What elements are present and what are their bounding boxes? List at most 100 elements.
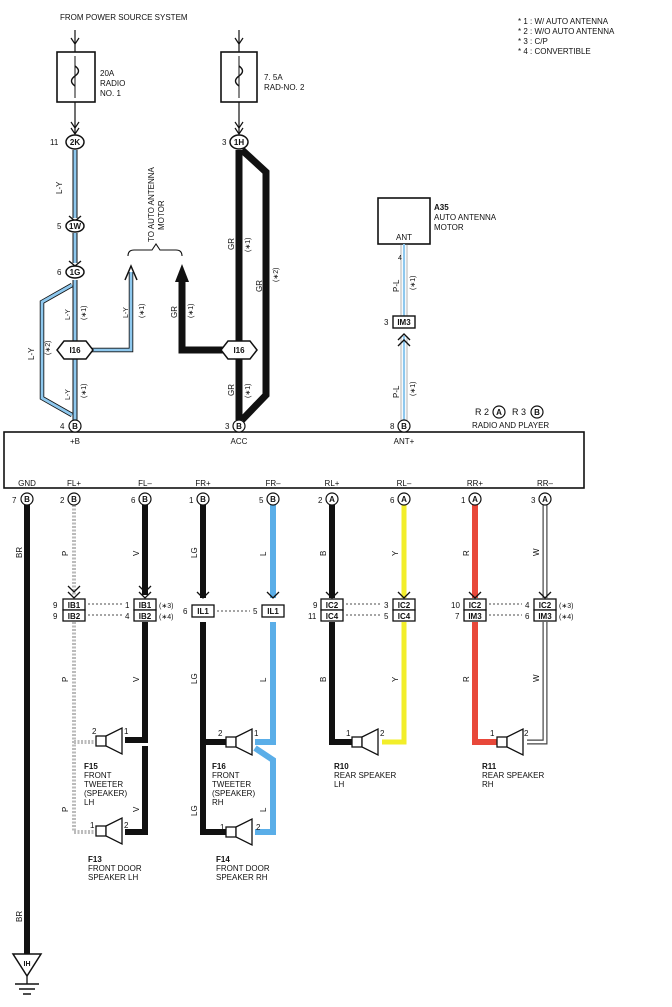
pin-1-fr-plus: 1	[189, 496, 194, 505]
radio-id-r2: R 2	[475, 407, 489, 417]
radio-bottom-pins: 7 B 2 B 6 B 1 B 5 B 2 A 6 A 1 A 3 A	[12, 492, 552, 506]
pin-5-fr-minus: 5	[259, 496, 264, 505]
radio-and-player: R 2 A R 3 B RADIO AND PLAYER B 4 +B B 3 …	[3, 405, 585, 489]
term-rl-minus: RL–	[397, 479, 412, 488]
f14-pin-2: 2	[256, 823, 261, 832]
pin-3-radio: 3	[225, 422, 230, 431]
label-v-3: V	[132, 806, 141, 812]
mark-s1-h: (∗1)	[410, 382, 417, 396]
radio-name: RADIO AND PLAYER	[472, 421, 549, 430]
pin-9-ib1: 9	[53, 601, 58, 610]
term-fr-minus: FR–	[265, 479, 281, 488]
pin-7-gnd: 7	[12, 496, 17, 505]
a35-name-2: MOTOR	[434, 223, 464, 232]
label-p-2: P	[61, 677, 70, 682]
mark-s1-e: (∗1)	[188, 304, 195, 318]
a35-terminal: ANT	[396, 233, 412, 242]
pin-6-1g: 6	[57, 268, 62, 277]
conn-ib1-b: IB1	[139, 601, 152, 610]
wire-label-gr-3: GR	[170, 306, 179, 318]
pin-3-im3: 3	[384, 318, 389, 327]
speaker-f15: 2 1 F15 FRONT TWEETER (SPEAKER) LH	[84, 726, 129, 807]
auto-antenna-motor-a35: ANT A35 AUTO ANTENNA MOTOR	[377, 197, 497, 245]
mark-s3-a: (∗3)	[159, 603, 173, 610]
speaker-r10: 1 2 R10 REAR SPEAKER LH	[334, 727, 396, 789]
mark-s1-f: (∗1)	[245, 384, 252, 398]
f16-line-4: RH	[212, 798, 224, 807]
conn-ib1-a: IB1	[68, 601, 81, 610]
wire-fr-minus	[253, 505, 276, 835]
r10-id: R10	[334, 762, 349, 771]
f15-line-4: LH	[84, 798, 94, 807]
wire-label-ly-5: L-Y	[65, 389, 72, 400]
wire-ant-plus	[400, 244, 408, 420]
r10-line-2: LH	[334, 780, 344, 789]
f14-pin-1: 1	[220, 823, 225, 832]
speaker-f16: 2 1 F16 FRONT TWEETER (SPEAKER) RH	[212, 727, 259, 807]
mark-s2-a: (∗2)	[45, 341, 52, 355]
pin-6-rl-minus: 6	[390, 496, 395, 505]
conn-ic2-c: IC2	[469, 601, 482, 610]
f13-line-1: FRONT DOOR	[88, 864, 142, 873]
mark-s1-d: (∗1)	[245, 238, 252, 252]
fuse-rad2-rating: 7. 5A	[264, 73, 283, 82]
term-acc: ACC	[231, 437, 248, 446]
pin-a-rr-plus: A	[472, 495, 478, 504]
conn-ic2-a: IC2	[326, 601, 339, 610]
i16-left-label: I16	[69, 346, 81, 355]
wire-label-ly-1: L-Y	[55, 181, 64, 194]
label-b-2: B	[319, 677, 328, 682]
f13-id: F13	[88, 855, 102, 864]
f16-line-1: FRONT	[212, 771, 240, 780]
antenna-motor-branch: TO AUTO ANTENNA MOTOR	[124, 167, 189, 282]
pin-b-fr-minus: B	[270, 495, 276, 504]
wire-fl-minus	[125, 505, 148, 835]
connector-1w-label: 1W	[69, 222, 81, 231]
mark-s2-b: (∗2)	[273, 268, 280, 282]
r10-pin-1: 1	[346, 729, 351, 738]
note-3: * 3 : C/P	[518, 37, 548, 46]
term-ant-plus: ANT+	[394, 437, 415, 446]
radio-r3-conn: B	[534, 408, 540, 417]
wire-fr-plus	[200, 505, 226, 835]
conn-ic2-b: IC2	[398, 601, 411, 610]
conn-ib2-a: IB2	[68, 612, 81, 621]
conn-ib2-b: IB2	[139, 612, 152, 621]
label-lg-3: LG	[190, 805, 199, 816]
wire-rr-plus	[472, 505, 497, 745]
label-y-1: Y	[391, 550, 400, 556]
f15-line-2: TWEETER	[84, 780, 123, 789]
radio-pin-b-acc: B	[236, 422, 242, 431]
fuse-radio-no1: 20A RADIO NO. 1	[56, 30, 125, 136]
term-rr-minus: RR–	[537, 479, 554, 488]
pin-5-il1: 5	[253, 607, 258, 616]
pin-8-radio: 8	[390, 422, 395, 431]
connector-1h-label: 1H	[234, 138, 244, 147]
antenna-motor-label-1: TO AUTO ANTENNA	[147, 167, 156, 242]
radio-r2-conn: A	[496, 408, 502, 417]
fuse-rad-no2: 7. 5A RAD-NO. 2	[220, 30, 305, 136]
f13-line-2: SPEAKER LH	[88, 873, 138, 882]
pin-4-radio: 4	[60, 422, 65, 431]
wire-fl-plus	[72, 505, 94, 834]
mark-s3-b: (∗3)	[559, 603, 573, 610]
pin-4-ic2: 4	[525, 601, 530, 610]
power-source-label: FROM POWER SOURCE SYSTEM	[60, 13, 188, 22]
pin-3-ic2: 3	[384, 601, 389, 610]
connector-2k: 2K 11	[50, 134, 85, 150]
r11-id: R11	[482, 762, 497, 771]
wire-color-labels: BR BR P P P V V V LG LG LG L L L B B Y Y…	[15, 547, 541, 922]
radio-pin-b-ant: B	[401, 422, 407, 431]
label-p-1: P	[61, 551, 70, 556]
ground-ih-label: IH	[24, 961, 31, 968]
term-fl-minus: FL–	[138, 479, 152, 488]
conn-im3-d: IM3	[538, 612, 552, 621]
pin-11: 11	[50, 138, 59, 147]
label-r-2: R	[462, 676, 471, 682]
term-fl-plus: FL+	[67, 479, 81, 488]
conn-ic4-a: IC4	[326, 612, 339, 621]
pin-5-ic4: 5	[384, 612, 389, 621]
wire-rl-plus	[329, 505, 352, 745]
im3-ant-label: IM3	[397, 318, 411, 327]
a35-id: A35	[434, 203, 449, 212]
